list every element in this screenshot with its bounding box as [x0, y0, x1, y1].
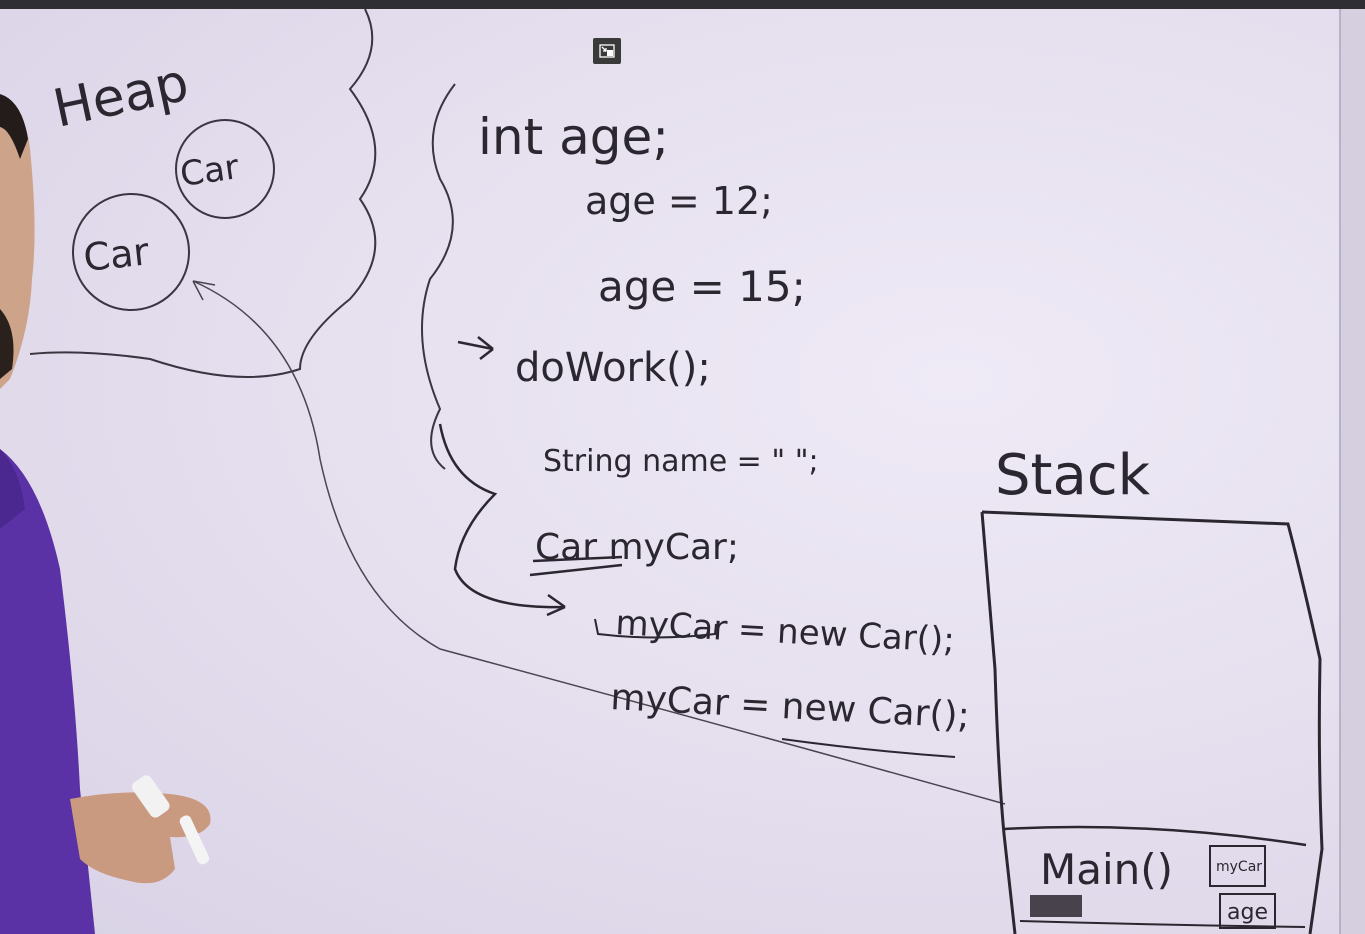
stack-var-label: myCar	[1216, 859, 1262, 875]
scope-brace-lower	[438, 423, 566, 609]
reference-arrow	[192, 280, 1006, 805]
stack-var-box	[1209, 845, 1266, 887]
code-line: Car myCar;	[535, 527, 739, 568]
heap-object-circle	[175, 119, 275, 219]
stack-frame-divider	[1003, 825, 1307, 847]
heap-object-label: Car	[178, 147, 242, 195]
heap-boundary	[29, 9, 377, 378]
exit-fullscreen-icon	[599, 44, 615, 58]
exit-fullscreen-button[interactable]	[593, 38, 621, 64]
stack-frame-label: Main()	[1040, 845, 1173, 894]
heap-label: Heap	[48, 53, 193, 140]
video-frame[interactable]: Heap Car Car int age; age = 12; age = 15…	[0, 9, 1365, 934]
code-line: doWork();	[515, 345, 711, 391]
code-line: myCar = new Car();	[615, 603, 956, 661]
code-line: String name = " ";	[543, 444, 819, 479]
stack-box	[980, 510, 1324, 934]
scribble-mark	[1030, 895, 1082, 917]
whiteboard-drawing: Heap Car Car int age; age = 12; age = 15…	[0, 9, 1365, 934]
heap-object-label: Car	[81, 229, 151, 280]
code-line: int age;	[478, 108, 669, 166]
video-top-bar	[0, 0, 1365, 9]
heap-object-circle	[72, 193, 190, 311]
code-line: age = 15;	[598, 262, 806, 311]
code-line: myCar = new Car();	[610, 677, 971, 737]
stack-label: Stack	[995, 443, 1151, 508]
scope-brace	[421, 83, 456, 470]
stack-var-label: age	[1227, 900, 1268, 925]
code-line: age = 12;	[585, 179, 773, 223]
presenter	[0, 94, 211, 934]
whiteboard-edge	[1340, 9, 1365, 934]
current-line-arrow	[457, 336, 494, 360]
stack-var-box	[1219, 893, 1276, 929]
